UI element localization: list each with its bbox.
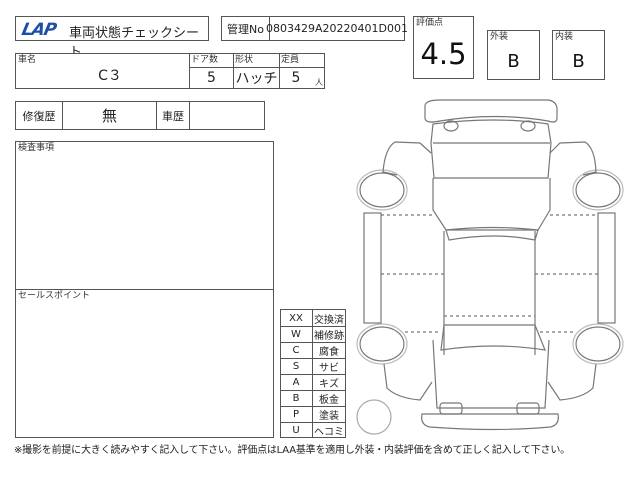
sheet-title-box: LAP 車両状態チェックシート — [15, 16, 209, 60]
legend-desc: サビ — [312, 359, 345, 374]
legend-row: P 塗装 — [281, 406, 345, 422]
legend-desc: 塗装 — [312, 407, 345, 422]
roof-sides — [443, 231, 536, 355]
legend-code: C — [292, 345, 300, 356]
interior-grade: B — [572, 51, 585, 72]
rear-right-light — [520, 120, 536, 132]
legend-desc: 腐食 — [312, 343, 345, 358]
score-value: 4.5 — [420, 37, 467, 71]
doors-label: ドア数 — [191, 55, 219, 65]
left-side-sill — [363, 212, 382, 324]
sales-point-box[interactable]: セールスポイント — [15, 289, 274, 438]
car-history-value[interactable] — [190, 102, 264, 129]
hood — [432, 339, 550, 409]
doors-value: 5 — [207, 70, 216, 86]
legend-row: C 腐食 — [281, 342, 345, 358]
car-history-label: 車歴 — [157, 102, 190, 129]
rear-left-quarter — [382, 141, 432, 176]
car-name-value: C３ — [98, 68, 122, 84]
lap-logo: LAP — [19, 20, 58, 40]
car-name-label: 車名 — [18, 55, 37, 65]
shape-value: ハッチ — [235, 71, 278, 87]
spare-tire-circle — [356, 399, 392, 435]
rear-panel — [430, 119, 552, 179]
management-no-value: 0803429A20220401D001 — [266, 22, 408, 35]
repair-history-label: 修復歴 — [16, 102, 63, 129]
legend-desc: 板金 — [312, 391, 345, 406]
score-box: 評価点 4.5 — [413, 16, 474, 79]
rear-left-wheel — [359, 172, 405, 208]
exterior-grade-box: 外装 B — [487, 30, 540, 80]
front-bumper — [421, 413, 559, 431]
legend-desc: キズ — [312, 375, 345, 390]
interior-label: 内装 — [555, 32, 574, 42]
legend-code: P — [292, 409, 300, 420]
capacity-label: 定員 — [281, 55, 300, 65]
legend-code: XX — [289, 312, 303, 324]
history-row: 修復歴 無 車歴 — [15, 101, 265, 130]
legend-row: U ヘコミ — [281, 422, 345, 438]
legend-desc: 補修跡 — [312, 327, 345, 342]
vehicle-info-row: 車名 C３ ドア数 5 形状 ハッチ 定員 5 人 — [15, 53, 325, 89]
legend-row: B 板金 — [281, 390, 345, 406]
capacity-value: 5 — [291, 70, 301, 86]
repair-history-value: 無 — [63, 102, 157, 129]
rear-windshield — [432, 178, 551, 231]
legend-code: S — [292, 361, 300, 372]
rear-bumper — [424, 99, 558, 123]
legend-code: A — [292, 377, 300, 388]
management-no-box: 管理No 0803429A20220401D001 — [221, 16, 408, 41]
management-no-label: 管理No — [222, 17, 270, 40]
car-body-diagram[interactable] — [350, 96, 640, 436]
damage-legend-table: XX 交換済 W 補修跡 C 腐食 S サビ A キズ B 板金 P 塗装 U ヘコミ — [280, 309, 346, 438]
rear-right-wheel — [575, 172, 621, 208]
legend-row: XX 交換済 — [281, 310, 345, 326]
legend-code: W — [291, 329, 301, 340]
rear-left-light — [443, 120, 459, 132]
front-right-wheel — [575, 326, 621, 362]
inspection-notes-box[interactable]: 検査事項 — [15, 141, 274, 290]
footnote: ※撮影を前提に大きく読みやすく記入して下さい。評価点はLAA基準を適用し外装・内… — [14, 445, 570, 456]
shape-label: 形状 — [235, 55, 254, 65]
legend-desc: ヘコミ — [312, 423, 345, 438]
legend-row: S サビ — [281, 358, 345, 374]
rear-right-quarter — [549, 141, 597, 176]
front-windshield — [440, 324, 546, 351]
right-side-sill — [597, 212, 616, 324]
score-label: 評価点 — [416, 18, 444, 28]
exterior-grade: B — [507, 51, 520, 72]
exterior-label: 外装 — [490, 32, 509, 42]
front-right-fender — [547, 363, 597, 401]
inspection-label: 検査事項 — [18, 143, 55, 153]
legend-desc: 交換済 — [312, 310, 345, 326]
capacity-unit: 人 — [315, 78, 323, 87]
interior-grade-box: 内装 B — [552, 30, 605, 80]
legend-code: B — [292, 393, 300, 404]
legend-code: U — [292, 425, 300, 436]
legend-row: A キズ — [281, 374, 345, 390]
front-left-fender — [383, 363, 433, 401]
sales-point-label: セールスポイント — [18, 291, 91, 301]
front-left-wheel — [359, 326, 405, 362]
legend-row: W 補修跡 — [281, 326, 345, 342]
